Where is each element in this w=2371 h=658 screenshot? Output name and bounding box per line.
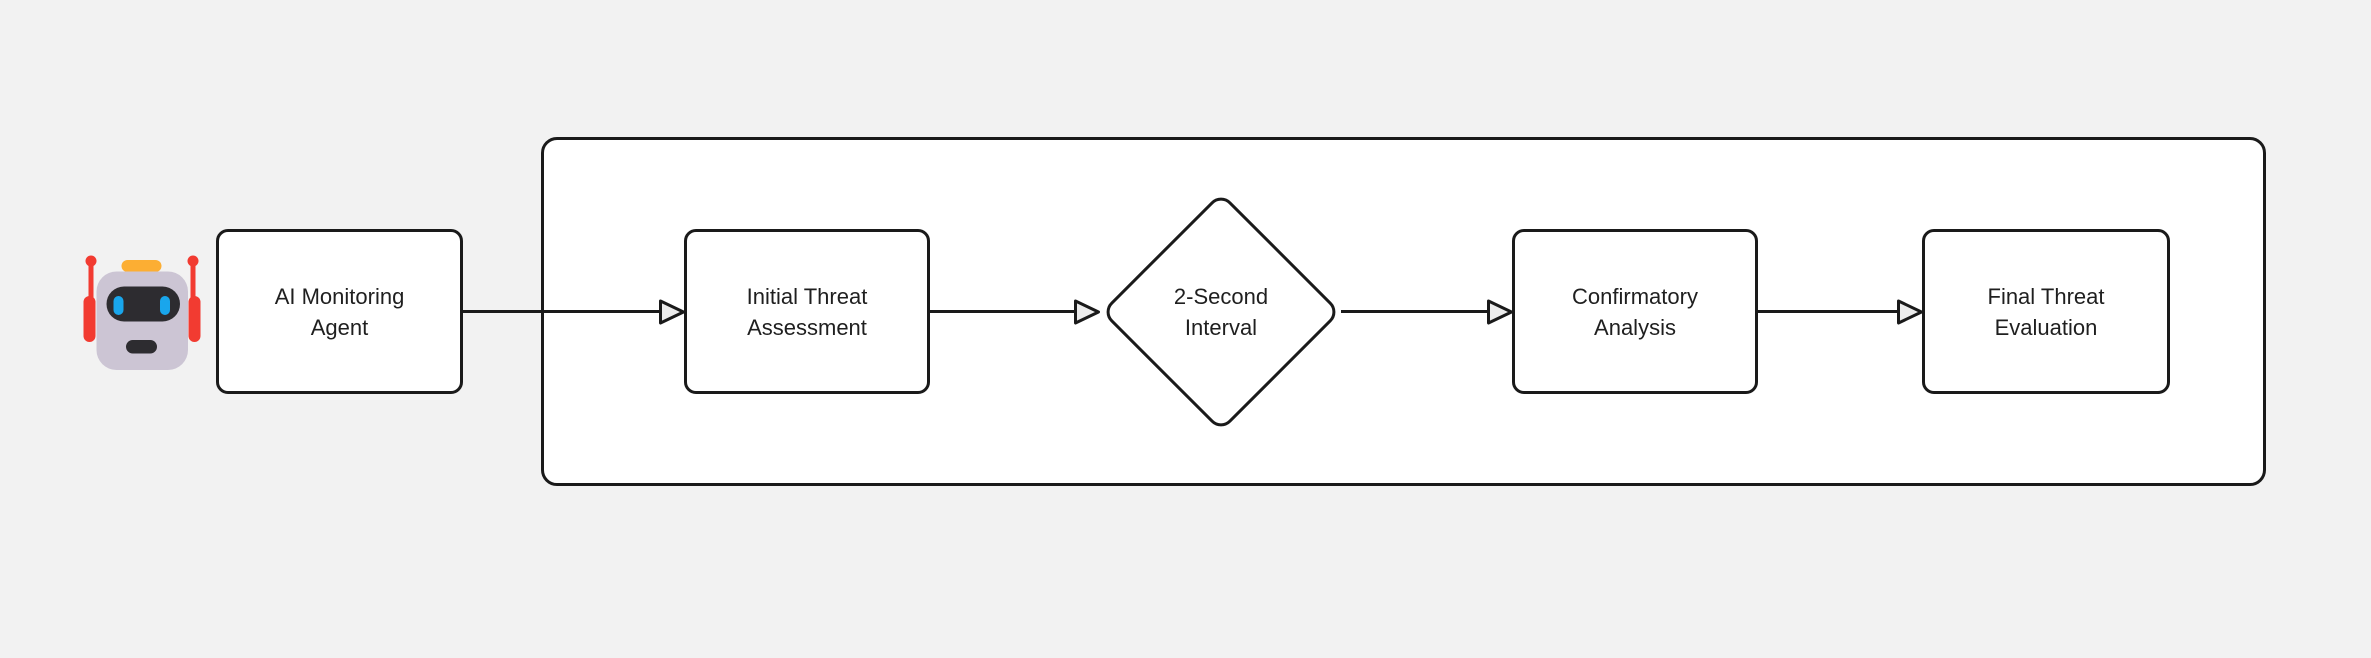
node-label-line: Agent [310, 314, 369, 340]
node-ai-monitoring-agent: AI Monitoring Agent [216, 229, 463, 394]
connector-initial-to-interval [930, 310, 1077, 313]
node-label-line: AI Monitoring [274, 283, 405, 309]
node-label-line: Initial Threat [746, 283, 868, 309]
node-label-line: Confirmatory [1572, 283, 1698, 309]
node-final-threat-evaluation: Final Threat Evaluation [1922, 229, 2170, 394]
arrowhead-icon [1487, 299, 1513, 325]
arrowhead-icon [1074, 299, 1100, 325]
node-label-line: Analysis [1594, 314, 1676, 340]
connector-interval-to-confirmatory [1341, 310, 1490, 313]
node-label-line: Final Threat [1987, 283, 2105, 309]
robot-emoji-icon [83, 255, 201, 370]
node-label-line: Evaluation [1994, 314, 2098, 340]
node-label-line: 2-Second [1173, 284, 1269, 309]
arrowhead-icon [659, 299, 685, 325]
node-two-second-interval: 2-Second Interval [1100, 191, 1342, 433]
node-label-line: Assessment [747, 314, 867, 340]
node-initial-threat-assessment: Initial Threat Assessment [684, 229, 930, 394]
node-confirmatory-analysis: Confirmatory Analysis [1512, 229, 1758, 394]
diamond-label: 2-Second Interval [1096, 227, 1346, 397]
connector-agent-to-initial [463, 310, 662, 313]
node-label-line: Interval [1184, 315, 1258, 340]
arrowhead-icon [1897, 299, 1923, 325]
connector-confirmatory-to-final [1757, 310, 1900, 313]
